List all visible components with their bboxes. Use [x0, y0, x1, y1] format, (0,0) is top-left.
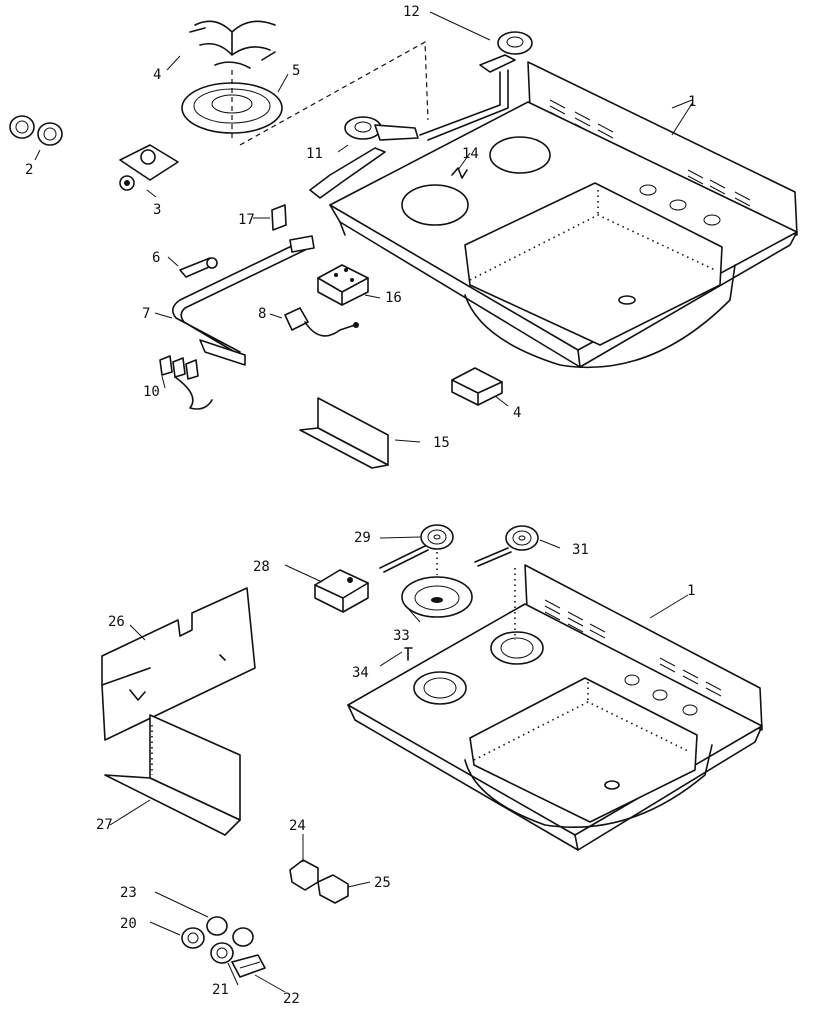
burner-grate	[189, 20, 276, 69]
callout-16: 16	[385, 290, 402, 306]
gas-valve	[119, 144, 179, 191]
orifice-fitting	[179, 257, 218, 278]
lower-bracket	[104, 714, 241, 836]
callout-26: 26	[108, 614, 125, 630]
callout-2: 2	[25, 162, 33, 178]
callout-34: 34	[352, 665, 369, 681]
callout-28: 28	[253, 559, 270, 575]
spark-module	[317, 264, 369, 306]
wire-harness	[159, 355, 213, 410]
callout-33: 33	[393, 628, 410, 644]
callout-1-upper: 1	[688, 94, 696, 110]
callout-4-block: 4	[513, 405, 521, 421]
cooktop-lower	[347, 564, 763, 851]
surface-element-right	[474, 525, 539, 567]
heat-shield	[101, 587, 256, 741]
indicator-light	[231, 954, 266, 978]
callout-14: 14	[462, 146, 479, 162]
callout-7: 7	[142, 306, 150, 322]
callout-20: 20	[120, 916, 137, 932]
callout-17: 17	[238, 212, 255, 228]
callout-1-lower: 1	[687, 583, 695, 599]
callout-23: 23	[120, 885, 137, 901]
callout-11: 11	[306, 146, 323, 162]
callout-4-grate: 4	[153, 67, 161, 83]
mounting-bracket	[271, 204, 287, 231]
mounting-screw	[404, 647, 413, 661]
callout-3: 3	[153, 202, 161, 218]
gas-manifold	[172, 235, 315, 366]
control-knobs	[9, 115, 63, 146]
callout-12: 12	[403, 4, 420, 20]
burner-assembly-rear	[419, 31, 533, 141]
callout-22: 22	[283, 991, 300, 1007]
cooktop-upper	[329, 61, 798, 369]
callout-29: 29	[354, 530, 371, 546]
element-receptacle	[314, 569, 369, 613]
callout-15: 15	[433, 435, 450, 451]
surface-element-left	[379, 524, 454, 573]
control-knobs-lower	[181, 916, 254, 964]
callout-6: 6	[152, 250, 160, 266]
ignitor-clip	[451, 167, 468, 179]
infinite-switch	[289, 859, 349, 904]
callout-21: 21	[212, 982, 229, 998]
angle-bracket	[299, 397, 389, 469]
callout-8: 8	[258, 306, 266, 322]
ignition-switch	[284, 307, 359, 337]
upper-assembly: 1 2 3 4 4 5 6 7 8 10 11 12 14 15 16 17	[9, 4, 798, 469]
callout-24: 24	[289, 818, 306, 834]
lower-assembly: 1 20 21 22 23 24 25 26 27 28 29 31 33 34	[96, 524, 763, 1007]
callout-27: 27	[96, 817, 113, 833]
callout-31: 31	[572, 542, 589, 558]
burner-assembly-front	[309, 116, 419, 199]
terminal-block	[451, 367, 503, 406]
callout-5: 5	[292, 63, 300, 79]
drip-bowl	[401, 576, 473, 618]
callout-25: 25	[374, 875, 391, 891]
callout-10: 10	[143, 384, 160, 400]
